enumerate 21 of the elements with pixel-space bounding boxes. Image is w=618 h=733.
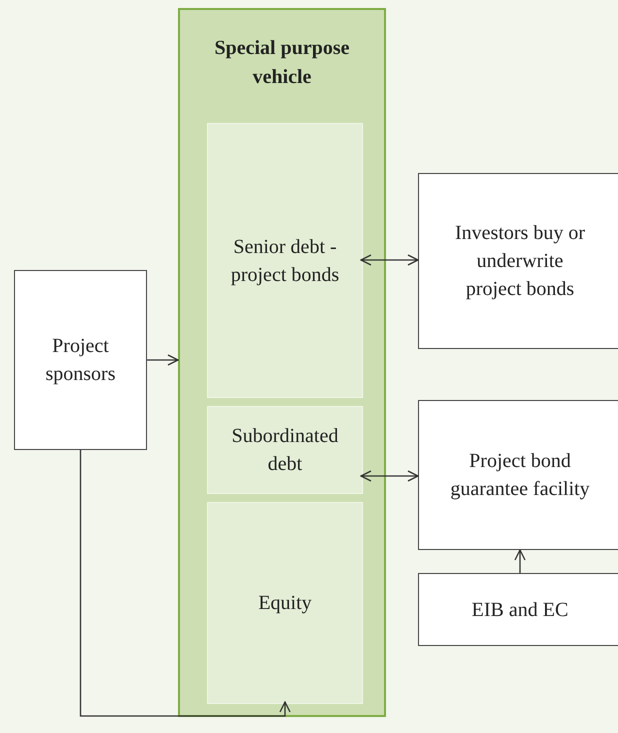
box-label: EIB and EC bbox=[472, 598, 568, 622]
box-label: Senior debt - project bonds bbox=[230, 234, 340, 288]
box-label: Subordinated debt bbox=[230, 424, 340, 477]
process-box bbox=[418, 173, 618, 349]
tranche-box bbox=[207, 502, 363, 704]
tranche-box bbox=[207, 123, 363, 398]
arrow bbox=[147, 354, 179, 366]
tranche-box bbox=[207, 406, 363, 494]
process-box bbox=[14, 270, 147, 450]
box-label: Equity bbox=[258, 591, 312, 616]
process-box bbox=[418, 573, 618, 646]
box-label: Project sponsors bbox=[44, 334, 116, 387]
box-label: Investors buy or underwrite project bonds bbox=[454, 221, 586, 302]
arrow bbox=[80, 450, 291, 717]
arrow bbox=[360, 254, 419, 266]
group-title: Special purpose vehicle bbox=[213, 36, 351, 90]
arrow bbox=[360, 470, 419, 482]
box-label: Project bond guarantee facility bbox=[449, 449, 591, 502]
process-box bbox=[418, 400, 618, 550]
arrow bbox=[514, 549, 526, 573]
vehicle-panel bbox=[178, 8, 386, 717]
